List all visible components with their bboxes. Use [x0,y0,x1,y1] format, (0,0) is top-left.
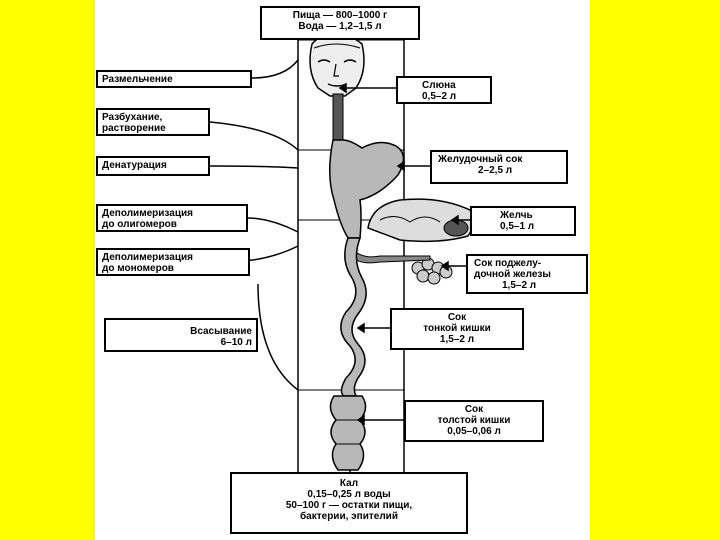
secretion-label: 0,5–1 л [500,221,535,232]
process-label: до мономеров [102,263,174,274]
intake-water: Вода — 1,2–1,5 л [298,21,382,32]
esophagus [332,93,344,141]
process-label: Деполимеризация [102,208,193,219]
process-label: до олигомеров [102,219,177,230]
secretion-label: 0,5–2 л [422,91,457,102]
output-label: 50–100 г — остатки пищи, [285,500,413,511]
process-box-swelling: Разбухание, растворение [96,108,210,136]
secretion-label: Сок поджелу- [474,258,542,269]
secretion-box-bile: Желчь 0,5–1 л [470,206,576,236]
stomach [329,139,405,239]
secretion-label: 0,05–0,06 л [447,426,501,437]
process-label: 6–10 л [220,337,252,348]
secretion-box-small-intestine: Сок тонкой кишки 1,5–2 л [390,308,524,350]
secretion-label: Желчь [500,210,533,221]
process-box-denaturation: Денатурация [96,156,210,176]
process-label: Всасывание [190,326,252,337]
pancreas [411,257,453,285]
secretion-label: 1,5–2 л [502,280,537,291]
output-box-feces: Кал 0,15–0,25 л воды 50–100 г — остатки … [230,472,468,534]
output-label: Кал [339,478,359,489]
head-illustration [309,33,365,97]
process-label: Денатурация [102,160,167,171]
process-box-oligomers: Деполимеризация до олигомеров [96,204,248,232]
secretion-label: Сок [447,312,467,323]
secretion-box-pancreatic: Сок поджелу- дочной железы 1,5–2 л [466,254,588,294]
secretion-label: дочной железы [474,269,551,280]
secretion-label: тонкой кишки [423,323,491,334]
secretion-arrows [338,82,470,426]
secretion-label: Сок [464,404,484,415]
intake-food: Пища — 800–1000 г [292,10,388,21]
process-box-monomers: Деполимеризация до мономеров [96,248,250,276]
process-label: растворение [102,123,166,134]
duodenum [347,244,431,264]
secretion-label: 2–2,5 л [478,165,513,176]
secretion-box-saliva: Слюна 0,5–2 л [396,76,492,104]
secretion-label: толстой кишки [437,415,511,426]
secretion-label: 1,5–2 л [439,334,475,345]
process-label: Размельчение [102,74,173,85]
intake-box: Пища — 800–1000 г Вода — 1,2–1,5 л [260,6,420,40]
secretion-label: Желудочный сок [438,154,523,165]
secretion-box-large-intestine: Сок толстой кишки 0,05–0,06 л [404,400,544,442]
large-intestine [329,395,367,471]
process-connectors [209,59,299,391]
process-label: Деполимеризация [102,252,193,263]
process-label: Разбухание, [102,112,163,123]
process-box-grinding: Размельчение [96,70,252,88]
output-label: 0,15–0,25 л воды [307,489,391,500]
secretion-box-gastric: Желудочный сок 2–2,5 л [430,150,568,184]
output-label: бактерии, эпителий [300,511,398,522]
secretion-label: Слюна [422,80,456,91]
process-box-absorption: Всасывание 6–10 л [104,318,258,352]
